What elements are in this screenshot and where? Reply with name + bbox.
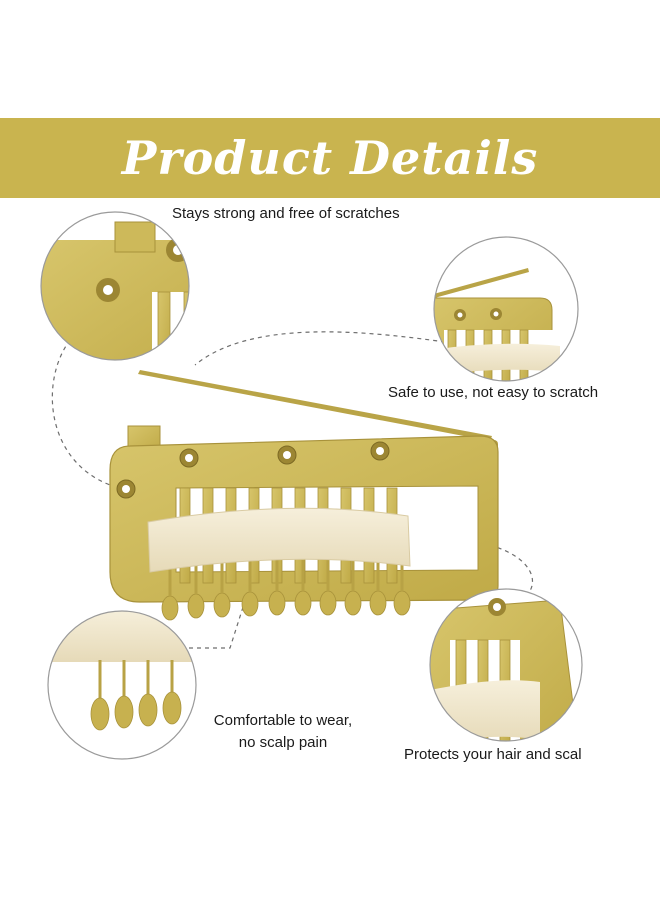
caption-strong: Stays strong and free of scratches bbox=[172, 205, 400, 222]
caption-comfortable-line1: Comfortable to wear, bbox=[213, 712, 353, 729]
caption-protects: Protects your hair and scal bbox=[404, 746, 582, 763]
caption-safe: Safe to use, not easy to scratch bbox=[388, 384, 599, 401]
detail-circle-tab bbox=[40, 211, 190, 361]
main-hair-clip bbox=[109, 370, 499, 621]
caption-comfortable-line2: no scalp pain bbox=[238, 734, 328, 751]
banner-title: Product Details bbox=[121, 131, 539, 185]
caption-comfortable: Comfortable to wear, no scalp pain bbox=[190, 710, 376, 754]
title-banner: Product Details bbox=[0, 118, 660, 198]
detail-circle-teeth bbox=[47, 610, 197, 760]
dashed-connectors bbox=[51, 331, 534, 649]
detail-circle-pad bbox=[429, 588, 583, 742]
detail-circle-pin bbox=[433, 236, 579, 382]
